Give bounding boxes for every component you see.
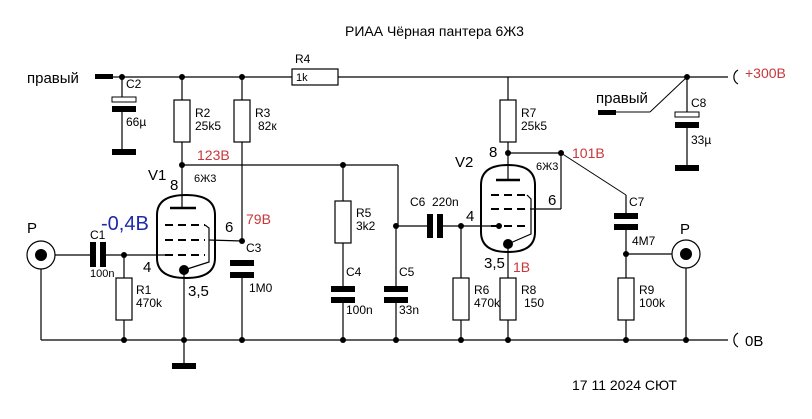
supply-terminal-icon <box>733 69 739 85</box>
v1-pin-anode: 8 <box>170 177 178 194</box>
ground-label: 0В <box>745 333 763 350</box>
v1-g2-voltage: 79В <box>246 211 271 227</box>
v1-ref: V1 <box>148 167 166 184</box>
resistor-r8 <box>499 277 517 340</box>
v1-type: 6Ж3 <box>194 173 216 185</box>
c7-ref: C7 <box>629 195 645 209</box>
r1-ref: R1 <box>136 283 152 297</box>
capacitor-c5 <box>384 226 408 340</box>
r6-value: 470k <box>474 296 501 310</box>
v1-pin-g1: 4 <box>143 259 151 276</box>
date-stamp: 17 11 2024 СЮТ <box>572 377 677 393</box>
r6-ref: R6 <box>474 283 490 297</box>
r3-value: 82к <box>258 119 277 133</box>
c8-ref: C8 <box>691 96 707 110</box>
v2-anode-voltage: 101В <box>572 145 605 161</box>
c6-ref: C6 <box>410 195 426 209</box>
resistor-r9 <box>617 254 635 340</box>
resistor-r5 <box>334 165 352 286</box>
capacitor-c4 <box>331 286 355 340</box>
resistor-r3 <box>233 77 251 240</box>
capacitor-c6 <box>427 214 443 238</box>
supply-rail <box>95 74 728 80</box>
output-connector[interactable] <box>671 239 701 269</box>
v2-pin-cathode: 3,5 <box>484 255 505 272</box>
input-connector-label: P <box>27 220 37 237</box>
ground-terminal-icon <box>733 332 739 348</box>
r1-value: 470k <box>136 296 163 310</box>
v2-pin-g1: 4 <box>466 208 474 225</box>
r8-value: 150 <box>524 296 544 310</box>
c7-value: 4M7 <box>632 234 656 248</box>
tube-v2 <box>480 153 536 278</box>
right-channel-terminal-left <box>95 74 113 79</box>
r5-ref: R5 <box>356 206 372 220</box>
input-connector[interactable] <box>26 240 56 270</box>
v2-ref: V2 <box>455 154 473 171</box>
capacitor-c8 <box>674 77 700 171</box>
ground-rail <box>41 337 728 369</box>
r4-value: 1k <box>296 72 308 84</box>
v1-pin-g2: 6 <box>225 219 233 236</box>
channel-label-right: правый <box>596 90 648 107</box>
ground-symbol-icon <box>172 363 196 369</box>
r9-value: 100k <box>639 296 666 310</box>
v2-pin-anode: 8 <box>489 144 497 161</box>
r7-value: 25k5 <box>521 119 547 133</box>
right-channel-terminal-right <box>598 110 616 115</box>
c2-ref: C2 <box>126 77 142 91</box>
v1-grid-voltage: -0,4В <box>101 213 149 235</box>
c4-ref: C4 <box>346 265 362 279</box>
r7-ref: R7 <box>521 106 537 120</box>
c3-ref: C3 <box>246 241 262 255</box>
output-connector-label: P <box>680 221 690 238</box>
c4-value: 100n <box>346 303 373 317</box>
c5-value: 33n <box>399 303 419 317</box>
r2-value: 25k5 <box>195 119 221 133</box>
r3-ref: R3 <box>255 106 271 120</box>
supply-voltage-label: +300В <box>745 65 786 81</box>
channel-label-left: правый <box>27 70 79 87</box>
r4-ref: R4 <box>295 52 311 66</box>
schematic-title: РИАА Чёрная пантера 6Ж3 <box>345 23 524 39</box>
resistor-r1 <box>115 255 133 340</box>
resistor-r6 <box>452 226 470 340</box>
v2-pin-g2: 6 <box>548 192 556 209</box>
r8-ref: R8 <box>521 283 537 297</box>
c6-value: 220n <box>432 195 459 209</box>
capacitor-c1 <box>90 242 106 267</box>
c8-value: 33µ <box>691 133 711 147</box>
capacitor-c2 <box>111 77 137 155</box>
v1-anode-voltage: 123В <box>197 147 230 163</box>
resistor-r2 <box>173 77 191 165</box>
capacitor-c3 <box>230 260 254 340</box>
r2-ref: R2 <box>195 106 211 120</box>
v2-type: 6Ж3 <box>536 161 558 173</box>
c5-ref: C5 <box>399 265 415 279</box>
c1-value: 100n <box>90 268 114 280</box>
capacitor-c7 <box>614 195 638 254</box>
c2-value: 66µ <box>126 115 146 129</box>
v1-pin-cathode: 3,5 <box>188 283 209 300</box>
c3-value: 1M0 <box>249 281 273 295</box>
r5-value: 3k2 <box>356 219 376 233</box>
tube-v1 <box>156 165 243 340</box>
r9-ref: R9 <box>639 283 655 297</box>
resistor-r7 <box>499 77 517 153</box>
v2-cathode-voltage: 1В <box>513 259 530 275</box>
c1-ref: C1 <box>90 228 106 242</box>
resistor-r4 <box>291 68 339 86</box>
